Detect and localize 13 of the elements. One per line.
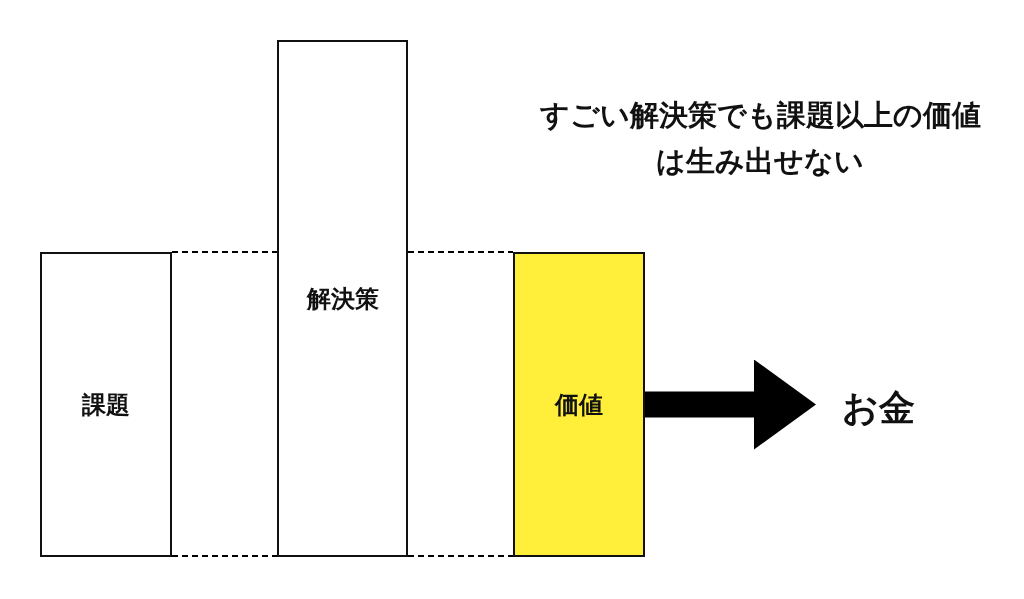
bar	[40, 252, 172, 557]
bar-label: 価値	[555, 389, 603, 421]
result-label: お金	[828, 380, 928, 436]
bar-label: 課題	[82, 389, 130, 421]
dashed-line	[407, 555, 514, 557]
bar	[277, 40, 408, 557]
arrow	[645, 359, 816, 450]
bar	[513, 252, 645, 557]
dashed-line	[407, 251, 514, 253]
dashed-line	[171, 251, 278, 253]
dashed-line	[171, 555, 278, 557]
bar-label: 解決策	[306, 283, 379, 315]
note-text: すごい解決策でも課題以上の価値は生み出せない	[538, 97, 982, 180]
